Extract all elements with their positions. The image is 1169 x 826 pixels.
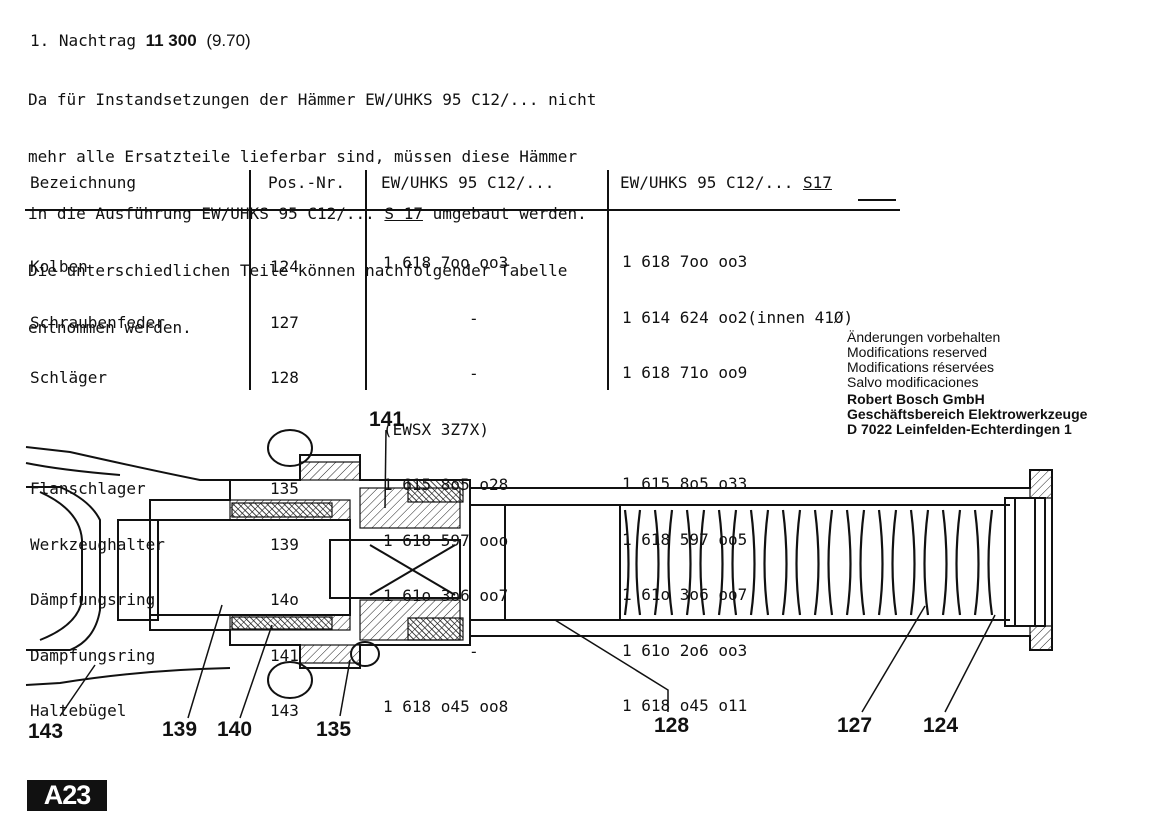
cell-pos: 124 bbox=[270, 257, 299, 276]
callout-127: 127 bbox=[837, 714, 873, 737]
cell-old: - bbox=[469, 641, 479, 661]
callout-141: 141 bbox=[369, 408, 405, 431]
intro-line: in die Ausführung EW/UHKS 95 C12/... S 1… bbox=[28, 204, 596, 223]
cell-new: 1 61o 2o6 oo3 bbox=[622, 640, 748, 660]
intro-line: Da für Instandsetzungen der Hämmer EW/UH… bbox=[28, 90, 597, 109]
cell-pos: 139 bbox=[270, 534, 299, 554]
company-address: D 7022 Leinfelden-Echterdingen 1 bbox=[847, 421, 1072, 437]
cell-name: Schraubenfeder bbox=[30, 312, 165, 332]
document-date: (9.70) bbox=[206, 31, 251, 50]
column-divider bbox=[249, 170, 251, 390]
callout-139: 139 bbox=[162, 718, 198, 741]
callout-143: 143 bbox=[28, 720, 64, 743]
callout-128: 128 bbox=[654, 714, 690, 737]
note-line: Änderungen vorbehalten bbox=[847, 329, 1001, 345]
col-new: 1 618 7oo oo3 1 614 624 oo2(innen 41Ø) 1… bbox=[622, 216, 853, 753]
cell-old: - bbox=[469, 308, 479, 328]
notes-block: Änderungen vorbehalten Modifications res… bbox=[847, 330, 1087, 437]
col-header-new-text: EW/UHKS 95 C12/... bbox=[620, 173, 804, 192]
callout-135: 135 bbox=[316, 718, 352, 741]
column-divider bbox=[607, 170, 609, 390]
document-number: 11 300 bbox=[145, 31, 197, 50]
cell-pos: 14o bbox=[270, 590, 299, 609]
col-header-old: EW/UHKS 95 C12/... bbox=[381, 173, 555, 192]
spring-coils bbox=[623, 509, 994, 616]
cell-new: 1 618 o45 o11 bbox=[622, 696, 748, 715]
intro-text: in die Ausführung EW/UHKS 95 C12/... bbox=[28, 204, 385, 223]
cell-name: Werkzeughalter bbox=[30, 534, 165, 554]
col-header-name: Bezeichnung bbox=[30, 173, 136, 192]
table-header-rule bbox=[25, 209, 900, 211]
intro-line: mehr alle Ersatzteile lieferbar sind, mü… bbox=[28, 147, 578, 166]
cell-new: 1 618 7oo oo3 bbox=[622, 252, 748, 271]
cell-name: Schläger bbox=[30, 368, 108, 387]
s17-underline bbox=[858, 199, 896, 201]
note-line: Modifications réservées bbox=[847, 359, 995, 375]
note-line: Salvo modificaciones bbox=[847, 374, 979, 390]
cell-pos: 128 bbox=[270, 368, 299, 387]
cell-old: 1 618 7oo oo3 bbox=[383, 253, 509, 272]
col-pos: 124 127 128 ​ 135 139 14o 141 143 bbox=[270, 221, 309, 758]
column-divider bbox=[365, 170, 367, 390]
cell-name: Haltebügel bbox=[30, 701, 127, 720]
col-header-pos: Pos.-Nr. bbox=[268, 173, 346, 192]
document-header: 1. Nachtrag 11 300 (9.70) bbox=[30, 31, 251, 51]
cell-pos: 135 bbox=[270, 479, 299, 498]
page-badge: A23 bbox=[27, 780, 107, 811]
cell-old: (EWSX 3Z7X) bbox=[383, 419, 489, 439]
callout-124: 124 bbox=[923, 714, 959, 737]
intro-underlined: S 17 bbox=[384, 204, 423, 223]
cell-name: Dämpfungsring bbox=[30, 590, 156, 609]
company-division: Geschäftsbereich Elektrowerkzeuge bbox=[847, 406, 1088, 422]
cell-pos: 127 bbox=[270, 312, 299, 332]
note-line: Modifications reserved bbox=[847, 344, 988, 360]
intro-paragraph: Da für Instandsetzungen der Hämmer EW/UH… bbox=[28, 52, 596, 356]
intro-text: umgebaut werden. bbox=[422, 204, 587, 223]
intro-line: Die unterschiedlichen Teile können nachf… bbox=[28, 261, 568, 280]
company-name: Robert Bosch GmbH bbox=[847, 391, 985, 407]
cell-new: 1 614 624 oo2(innen 41Ø) bbox=[622, 307, 854, 327]
cell-name: Flanschlager bbox=[30, 479, 146, 498]
col-name: Kolben Schraubenfeder Schläger ​ Flansch… bbox=[30, 221, 165, 758]
cell-old: - bbox=[469, 364, 479, 383]
intro-line: entnommen werden. bbox=[28, 318, 192, 337]
col-header-new-suffix: S17 bbox=[803, 173, 832, 192]
cell-pos: 141 bbox=[270, 645, 299, 665]
callout-140: 140 bbox=[217, 718, 253, 741]
col-header-new: EW/UHKS 95 C12/... S17 bbox=[620, 173, 832, 192]
cell-old: 1 618 o45 oo8 bbox=[383, 697, 509, 716]
cell-name: Kolben bbox=[30, 257, 88, 276]
cell-pos: 143 bbox=[270, 701, 299, 720]
cell-new: 1 618 71o oo9 bbox=[622, 363, 748, 382]
header-prefix: 1. Nachtrag bbox=[30, 31, 136, 50]
